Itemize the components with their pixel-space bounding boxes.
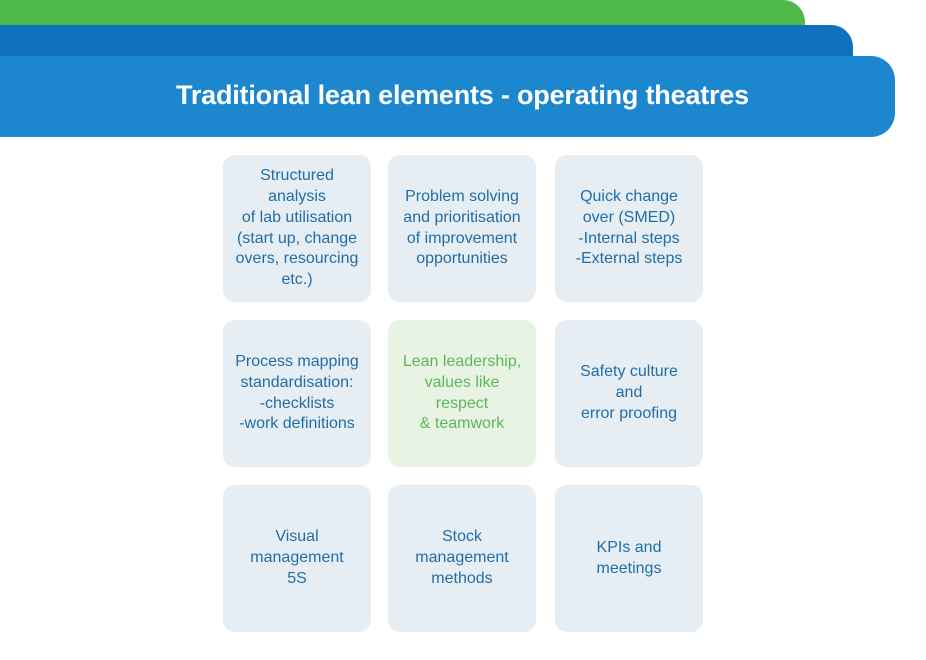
tile-stock-management: Stock management methods [388,485,536,632]
tile-visual-management: Visual management 5S [223,485,371,632]
tile-safety-culture: Safety culture and error proofing [555,320,703,467]
tile-quick-change-over: Quick change over (SMED) -Internal steps… [555,155,703,302]
dark-blue-header-band [0,25,853,57]
tile-problem-solving: Problem solving and prioritisation of im… [388,155,536,302]
tile-kpis-meetings: KPIs and meetings [555,485,703,632]
page-title: Traditional lean elements - operating th… [176,80,749,110]
tile-structured-analysis: Structured analysis of lab utilisation (… [223,155,371,302]
tile-process-mapping: Process mapping standardisation: -checkl… [223,320,371,467]
green-header-band [0,0,805,25]
tile-lean-leadership: Lean leadership, values like respect & t… [388,320,536,467]
title-banner: Traditional lean elements - operating th… [0,56,895,137]
